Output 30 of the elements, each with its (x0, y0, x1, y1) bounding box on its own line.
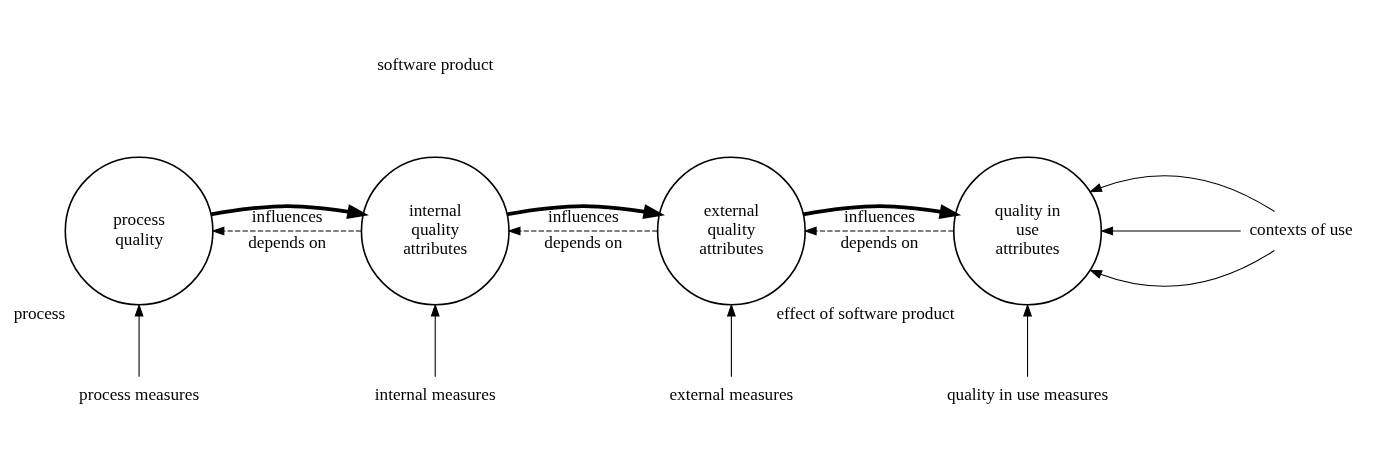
arrow (1089, 174, 1275, 212)
arrow (210, 203, 369, 219)
arrow (803, 225, 955, 236)
arrow (430, 302, 440, 377)
node-circle: process quality (64, 155, 214, 306)
arrow (507, 225, 658, 236)
arrow (211, 225, 362, 236)
arrow (134, 302, 144, 377)
node-text: quality in use measures (946, 384, 1109, 404)
node-label: process (13, 303, 66, 323)
edge-label: influences (844, 206, 915, 226)
arrow (803, 203, 962, 219)
arrow (1089, 249, 1275, 287)
node-text: internal measures (374, 384, 496, 404)
node-circle: internal quality attributes (360, 155, 510, 306)
node-text: contexts of use (1249, 219, 1353, 239)
edge-label: influences (547, 206, 619, 226)
label: software product (377, 54, 494, 74)
edge-label: depends on (544, 232, 623, 252)
node-label: effect of software product (776, 303, 955, 323)
edge-label: influences (251, 206, 323, 226)
node-circle: external quality attributes (656, 155, 806, 306)
node-text: external measures (669, 384, 794, 404)
node-text: process measures (79, 384, 200, 404)
edge-label: depends on (248, 232, 327, 252)
arrow (1100, 225, 1242, 236)
arrow (726, 302, 736, 377)
edge-label: depends on (840, 232, 919, 252)
arrow (506, 203, 665, 219)
arrow (1023, 302, 1033, 377)
